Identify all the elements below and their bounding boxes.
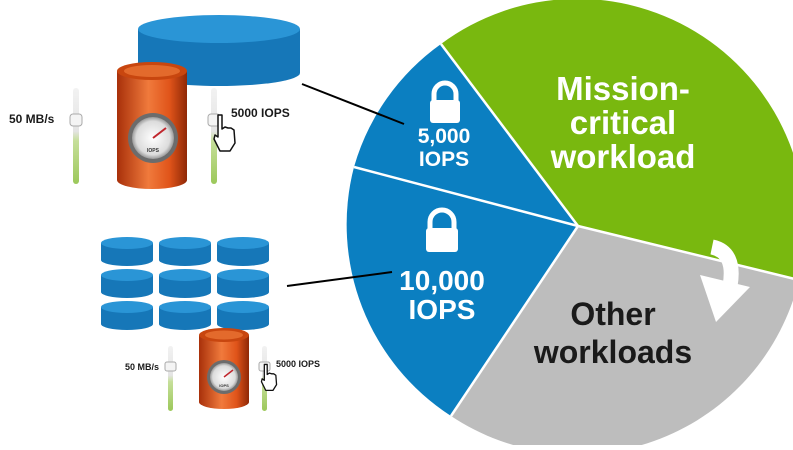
bottom-throughput-label: 50 MB/s: [125, 362, 159, 372]
label-10000-unit: IOPS: [409, 294, 476, 325]
throughput-slider: [164, 346, 177, 411]
hand-cursor-icon: [260, 363, 278, 392]
label-5000-value: 5,000: [418, 125, 471, 148]
label-other-line-2: workloads: [533, 334, 692, 370]
storage-drum-icon: [217, 269, 269, 298]
curved-arrow-down-icon: [700, 239, 750, 322]
top-storage-illustration: IOPS 50 MB/s 5000 IOPS: [9, 15, 300, 189]
pie-separators: [353, 43, 793, 417]
connector-bottom: [286, 271, 393, 287]
lock-icon: [430, 80, 460, 123]
svg-text:IOPS: IOPS: [147, 148, 160, 154]
lock-icon: [426, 207, 458, 252]
gauge-icon: IOPS: [128, 113, 178, 163]
workload-pie: Mission- critical workload Other workloa…: [346, 0, 793, 450]
storage-drum-icon: [101, 269, 153, 298]
label-10000-value: 10,000: [399, 265, 485, 296]
bottom-iops-label: 5000 IOPS: [276, 359, 320, 369]
throughput-slider: [69, 88, 83, 184]
label-other-line-1: Other: [570, 296, 655, 332]
storage-drum-icon: [101, 301, 153, 330]
storage-drum-icon: [159, 301, 211, 330]
svg-text:IOPS: IOPS: [219, 383, 229, 388]
bottom-storage-illustration: IOPS 50 MB/s 5000 IOPS: [101, 237, 320, 411]
top-iops-label: 5000 IOPS: [231, 106, 290, 120]
storage-drum-icon: [217, 301, 269, 330]
storage-drum-icon: [159, 269, 211, 298]
pie-slice-mission-critical: [441, 0, 793, 279]
label-mission-line-2: critical: [570, 104, 676, 141]
label-mission-line-1: Mission-: [556, 70, 690, 107]
label-5000-unit: IOPS: [419, 148, 469, 171]
storage-drum-icon: [159, 237, 211, 266]
gauge-icon: IOPS: [207, 360, 241, 394]
storage-drum-icon: [217, 237, 269, 266]
storage-drum-icon: [101, 237, 153, 266]
label-mission-line-3: workload: [550, 138, 696, 175]
top-throughput-label: 50 MB/s: [9, 112, 55, 126]
hand-cursor-icon: [213, 114, 236, 152]
drum-grid: [101, 237, 269, 330]
connector-top: [301, 83, 405, 125]
pie-slice-10000-iops: [346, 167, 578, 416]
